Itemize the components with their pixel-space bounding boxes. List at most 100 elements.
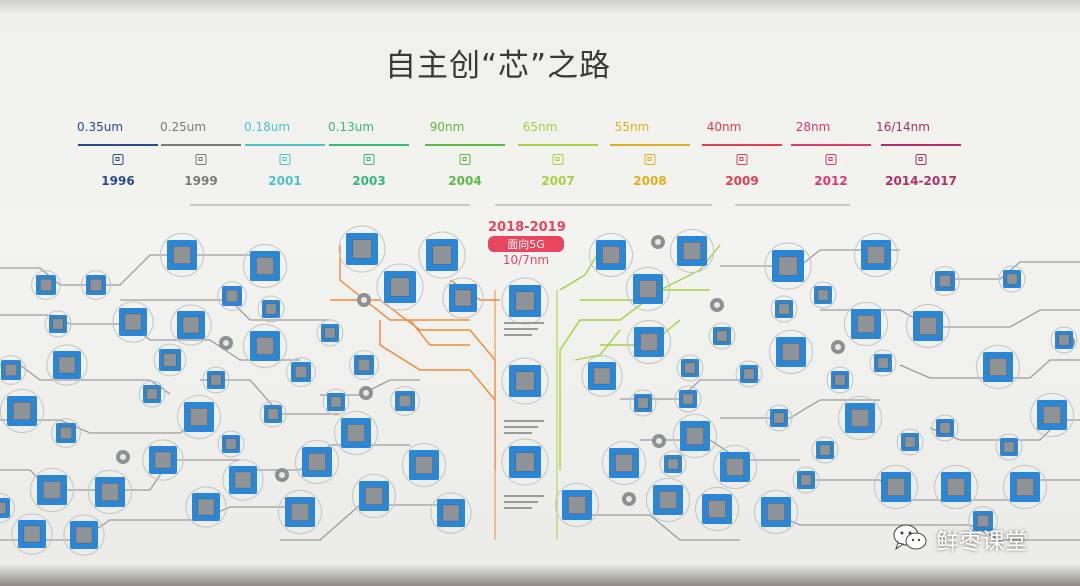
circuit-trace — [820, 309, 1080, 328]
chip-ring — [669, 228, 715, 274]
chip-die — [324, 327, 336, 339]
chip-die — [819, 444, 831, 456]
chip-ring — [112, 301, 154, 343]
chip-ring — [176, 394, 222, 440]
circuit-trace — [0, 506, 300, 541]
circuit-icon-dot — [120, 454, 126, 460]
chip-ring — [837, 395, 883, 441]
chip-die — [255, 336, 274, 355]
wechat-icon — [893, 524, 927, 551]
caption-text-line — [504, 501, 538, 503]
circuit-trace — [280, 504, 460, 541]
chip-ring — [995, 433, 1023, 461]
chip-ring — [753, 489, 799, 535]
chip-ring — [931, 414, 959, 442]
orange-trace — [379, 320, 496, 401]
chip-ring — [63, 514, 105, 556]
circuit-icon-dot — [626, 496, 632, 502]
chip-ring — [554, 482, 600, 528]
chip-die — [773, 412, 785, 424]
chip-ring — [294, 439, 340, 485]
caption-text-line — [504, 507, 532, 509]
chip-die — [13, 401, 31, 420]
timeline-node-label: 55nm — [614, 120, 650, 134]
chip-die — [182, 316, 200, 334]
chip-die — [778, 256, 798, 276]
chip-die — [42, 480, 61, 499]
chip-icon — [112, 154, 124, 165]
chip-die — [75, 526, 93, 544]
chip-ring — [968, 506, 998, 536]
chip-die — [601, 246, 620, 265]
caption-text-line — [504, 328, 538, 330]
timeline-node-label: 65nm — [522, 120, 558, 134]
chip-die — [146, 388, 158, 400]
chip-ring — [930, 266, 960, 296]
chip-die — [743, 368, 755, 380]
chip-die — [442, 504, 460, 522]
chip-die — [101, 482, 120, 501]
timeline-year-label: 1999 — [184, 174, 218, 188]
chip-die — [39, 278, 53, 292]
chip-ring — [975, 344, 1021, 390]
chip-ring — [764, 242, 812, 290]
chip-die — [515, 371, 535, 391]
chip-ring — [217, 281, 247, 311]
chip-die — [197, 498, 215, 516]
chip-ring — [792, 466, 820, 494]
chip-ring — [905, 303, 951, 349]
chip-die — [1058, 334, 1070, 346]
chip-ring — [242, 323, 288, 369]
circuit-icon-dot — [835, 344, 841, 350]
caption-text-line — [504, 432, 532, 434]
caption-text-line — [504, 426, 538, 428]
caption-text-line — [504, 420, 544, 422]
chip-die — [938, 274, 952, 288]
chip-ring — [933, 464, 979, 510]
chip-icon — [363, 154, 375, 165]
chip-ring — [501, 277, 549, 325]
chip-ring — [351, 473, 397, 519]
chip-icon — [552, 154, 564, 165]
timeline-bar — [518, 144, 598, 146]
chip-die — [667, 458, 679, 470]
chip-die — [637, 397, 649, 409]
chip-ring — [376, 263, 424, 311]
circuit-icon-dot — [655, 239, 661, 245]
chip-ring — [601, 440, 647, 486]
chip-die — [225, 289, 239, 303]
chip-ring — [29, 467, 75, 513]
chip-die — [638, 279, 657, 298]
chip-die — [1015, 477, 1034, 496]
timeline-bar — [329, 144, 409, 146]
chip-ring — [349, 350, 379, 380]
timeline-year-label: 2004 — [448, 174, 482, 188]
chip-icon — [279, 154, 291, 165]
timeline-node-label: 0.25um — [159, 120, 207, 134]
circuit-icon-dot — [363, 390, 369, 396]
chip-ring — [138, 380, 166, 408]
chip-die — [725, 457, 744, 476]
chip-ring — [770, 295, 798, 323]
chip-ring — [896, 428, 924, 456]
watermark-text: 鲜枣课堂 — [936, 529, 1028, 555]
chip-ring — [676, 354, 704, 382]
chip-die — [390, 277, 410, 297]
chip-die — [850, 408, 869, 427]
timeline-node-label: 28nm — [795, 120, 831, 134]
chip-ring — [322, 388, 350, 416]
timeline-node-label: 0.13um — [327, 120, 375, 134]
chip-die — [1043, 405, 1062, 424]
chip-die — [658, 490, 677, 509]
chip-ring — [735, 360, 763, 388]
focus-years: 2018-2019 — [488, 220, 566, 235]
chip-die — [307, 452, 326, 471]
chip-ring — [259, 400, 287, 428]
chip-die — [614, 453, 633, 472]
chip-ring — [430, 492, 472, 534]
chip-icon — [195, 154, 207, 165]
chip-die — [190, 407, 209, 426]
timeline-bar — [610, 144, 690, 146]
timeline-year-label: 2014-2017 — [885, 174, 957, 188]
chip-ring — [202, 366, 230, 394]
